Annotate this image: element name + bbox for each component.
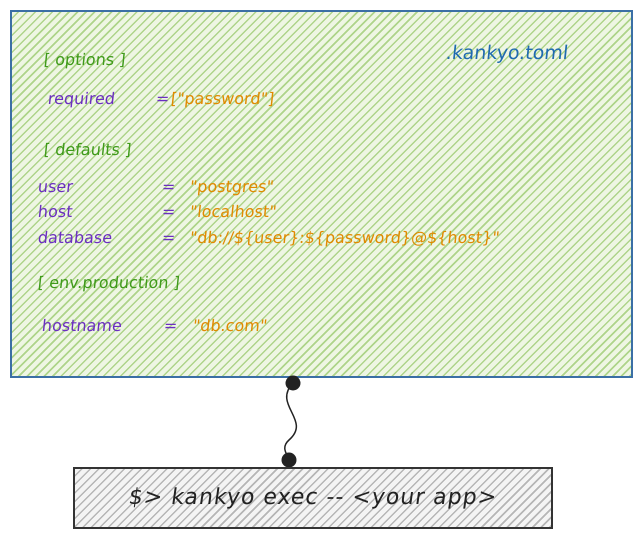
- command-box: $> kankyo exec -- <your app>: [73, 467, 553, 529]
- command-text: $> kankyo exec -- <your app>: [127, 485, 499, 510]
- connector-start-dot: [285, 375, 301, 391]
- config-file-box: [10, 10, 633, 378]
- connector-path: [284, 382, 298, 461]
- connector-end-dot: [281, 452, 297, 468]
